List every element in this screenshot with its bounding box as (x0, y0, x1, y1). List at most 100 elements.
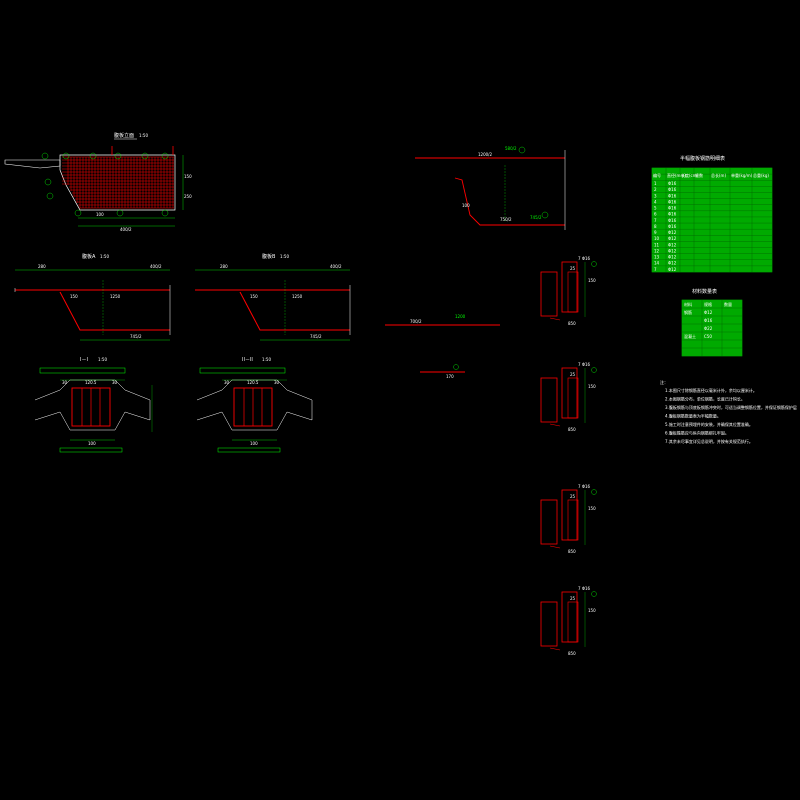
stirrup-bottom-label: 850 (568, 427, 576, 432)
curved-bar-detail: 1200/2 580/2 100 750/2 745/2 (415, 146, 566, 230)
stirrup-mid-label: 25 (570, 372, 576, 377)
stirrup-side-label: 150 (588, 608, 596, 613)
section-1-view: I－I 1:50 30 120.5 30 100 (34, 357, 153, 453)
elevation-title: 腹板立面 (114, 132, 134, 139)
note-line: 5.施工时注意预埋件的安装，并确保其位置准确。 (665, 421, 753, 427)
notes-heading: 注： (660, 379, 668, 385)
elev-dim-2: 400/2 (120, 227, 132, 232)
table2-header: 数量 (724, 301, 732, 307)
table1-cell: 12 (654, 248, 660, 253)
table1-cell: 7 (654, 218, 657, 223)
curve-dim-1: 100 (462, 203, 470, 208)
callout-circle (161, 152, 169, 160)
callout-circle (161, 209, 169, 217)
callout-circle (41, 152, 49, 160)
table1-cell: Φ16 (668, 199, 677, 204)
section-1-scale: 1:50 (98, 357, 107, 362)
table1-cell: Φ12 (668, 261, 677, 266)
elevation-rebar-grid (62, 156, 174, 209)
table1-cell: 3 (654, 193, 657, 198)
table1-cell: 6 (654, 212, 657, 217)
note-line: 4.腹板钢筋数量表为半幅数量。 (665, 413, 721, 419)
plan-a-scale: 1:50 (100, 254, 109, 259)
short-bar-dim-1: 700/2 (410, 319, 422, 324)
table1-cell: Φ16 (668, 206, 677, 211)
elevation-scale: 1:50 (139, 133, 148, 138)
stirrup-bottom-label: 850 (568, 549, 576, 554)
note-line: 2.本图钢筋分布，单位钢筋，长度已计钩长。 (665, 396, 745, 402)
stirrup-top-label: 7 Φ16 (578, 256, 591, 261)
table1-cell: Φ12 (668, 267, 677, 272)
table1-header: 直径(mm) (667, 172, 686, 178)
plan-a-title: 腹板A (82, 253, 96, 260)
callout-circle (62, 152, 70, 160)
plan-b-dim-bottom: 745/2 (310, 334, 322, 339)
elev-dim-1: 100 (96, 212, 104, 217)
sec1-dim-1: 30 (62, 380, 68, 385)
table1-cell: Φ12 (668, 236, 677, 241)
plan-a-dim-mid-1: 150 (70, 294, 78, 299)
plan-b-dim-top-1: 280 (220, 264, 228, 269)
table1-cell: Φ16 (668, 187, 677, 192)
table1-header: 根数 (695, 172, 703, 178)
table1-cell: Φ16 (668, 193, 677, 198)
general-notes: 注： 1.本图尺寸除钢筋直径以毫米计外，余均以厘米计。 2.本图钢筋分布，单位钢筋… (660, 379, 797, 444)
table1-cell: Φ16 (668, 212, 677, 217)
short-bar-dim-2: 1200 (455, 314, 466, 319)
plan-a-dim-mid-2: 1250 (110, 294, 121, 299)
plan-b-dim-top-2: 400/2 (330, 264, 342, 269)
table1-cell: Φ12 (668, 230, 677, 235)
sec1-dim-3: 30 (112, 380, 118, 385)
table1-cell: Φ12 (668, 242, 677, 247)
callout-circle (114, 152, 122, 160)
table2-cell: Φ16 (704, 318, 713, 323)
elev-side-dim-1: 150 (184, 174, 192, 179)
table1-cell: 10 (654, 236, 660, 241)
table1-cell: 11 (654, 242, 660, 247)
stirrup-top-label: 7 Φ16 (578, 586, 591, 591)
table1-cell: 7 (654, 267, 657, 272)
stirrup-side-label: 150 (588, 506, 596, 511)
note-line: 1.本图尺寸除钢筋直径以毫米计外，余均以厘米计。 (665, 387, 757, 393)
sec2-dim-2: 120.5 (247, 380, 259, 385)
table2-cell: Φ22 (704, 326, 713, 331)
sec1-dim-2: 120.5 (85, 380, 97, 385)
table1-cell: 8 (654, 224, 657, 229)
table1-cell: 4 (654, 199, 657, 204)
table2-header: 材料 (684, 301, 692, 307)
table2-cell: C50 (704, 334, 712, 339)
sec2-dim-bottom: 100 (250, 441, 258, 446)
curve-dim-bottom: 745/2 (530, 215, 542, 220)
table2-cell: 混凝土 (684, 333, 696, 339)
table1-cell: 9 (654, 230, 657, 235)
section-2-scale: 1:50 (262, 357, 271, 362)
sec2-dim-3: 30 (274, 380, 280, 385)
table1-cell: Φ16 (668, 181, 677, 186)
plan-b-title: 腹板B (262, 253, 276, 260)
note-line: 6.腹板箍筋应与纵向钢筋绑扎牢固。 (665, 430, 729, 436)
table1-cell: Φ16 (668, 224, 677, 229)
callout-circle (141, 152, 149, 160)
stirrup-mid-label: 25 (570, 494, 576, 499)
stirrup-bottom-label: 850 (568, 321, 576, 326)
table1-cell: Φ12 (668, 248, 677, 253)
table1-header: 编号 (653, 172, 661, 178)
curve-dim-top-1: 1200/2 (478, 152, 493, 157)
table1-cell: 2 (654, 187, 657, 192)
table2-header: 规格 (704, 301, 712, 307)
plan-a-dim-top-2: 400/2 (150, 264, 162, 269)
plan-a-dim-bottom: 745/2 (130, 334, 142, 339)
short-bar-dim-3: 170 (446, 374, 454, 379)
stirrup-mid-label: 25 (570, 266, 576, 271)
table1-cell: 5 (654, 206, 657, 211)
sec2-dim-1: 30 (224, 380, 230, 385)
table1-cell: 1 (654, 181, 657, 186)
stirrup-side-label: 150 (588, 278, 596, 283)
section-2-title: II－II (242, 357, 253, 363)
